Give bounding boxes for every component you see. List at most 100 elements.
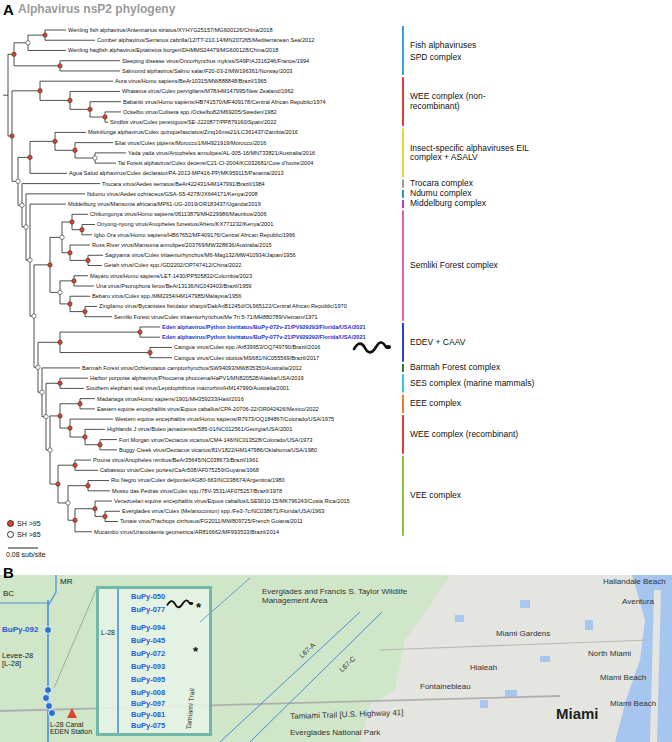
support-dot [40,390,44,394]
taxon-label: Trocara virus/Aedes serratus/BeAr422431/… [102,181,265,187]
canal [250,612,382,742]
clade-bracket [402,190,404,198]
taxon-label: Tonate virus/Trachops cirrhosus/FG2011/M… [120,518,303,524]
tree-branch [150,357,172,358]
tree-branch [88,255,103,256]
tree-branch [150,347,172,348]
tree-branch [80,408,95,409]
clade-bracket [402,395,404,413]
tree-branch [55,150,75,151]
clade-bracket [402,364,404,372]
support-dot [148,350,152,354]
support-dot [93,156,97,160]
support-dot [58,381,62,385]
support-dot [138,330,142,334]
taxon-label: Everglades virus/Culex (Melanoconion) sp… [122,508,324,514]
tree-branch [72,214,88,215]
sample-label: BuPy-097 [131,700,165,708]
taxon-label: Mwinilunga alphavirus/Culex quinquefasci… [88,129,298,135]
sample-dot [43,695,50,702]
clade-bracket [402,180,404,188]
support-dot [68,251,72,255]
map-label: Tamiami Trail [185,688,196,730]
clade-label: VEE complex [410,491,461,500]
sample-label: BuPy-094 [131,624,165,632]
snake-body [167,600,189,607]
everglades-ground [0,575,450,742]
tree-branch [70,419,113,420]
clade-bracket [402,456,404,536]
clade-label: Ndumu complex [410,189,471,198]
clade-label: WEE complex (recombinant) [410,430,518,439]
taxon-label: Highlands J virus/Buteo jamaicensis/585-… [107,426,292,432]
taxon-label: Chikungunya virus/Homo sapiens/06113879/… [90,211,267,217]
taxon-label: Mayaro virus/Homo sapiens/LET-1430/PP505… [90,273,252,279]
road [380,640,650,650]
legend-swatch [7,520,14,527]
tree-branch [75,531,92,532]
map-label: Everglades and Francis S. Taylor Wildlif… [262,588,412,606]
clade-bracket [402,128,404,177]
road [0,696,560,711]
support-dot [73,463,77,467]
support-dot [58,64,62,68]
tree-branch [60,332,140,333]
taxon-label: Caingua virus/Culex spp./Ar839953/OQ7497… [174,344,320,350]
support-dot [58,290,62,294]
tree-branch [40,100,70,101]
taxon-label: Onyong-nyong virus/Anopheles funestus/Ah… [97,221,273,227]
map-label: Miami [556,706,599,723]
clade-label: Semliki Forest complex [410,261,498,270]
tree-branch [30,204,66,205]
tree-branch [70,296,90,297]
tree-branch [26,193,85,194]
clade-bracket [402,415,404,454]
taxon-label: Eden alphavirus/Python bivittatus/BuPy-0… [162,334,366,340]
taxon-label: Western equine encephalitis virus/Homo s… [115,416,334,422]
tree-branch [74,286,94,287]
tree-branch [100,449,117,450]
support-dot [73,518,77,522]
tree-branch [28,50,66,51]
taxon-label: Comber alphavirus/Serranus cabrilla/12IT… [97,37,314,43]
taxon-label: Una virus/Psorophora ferox/BeAr13136/NC0… [96,283,251,289]
support-dot [48,448,52,452]
support-dot [53,139,57,143]
support-dot [68,98,72,102]
taxon-label: Fort Morgan virus/Oeciacus vicarius/CM4-… [119,437,312,443]
taxon-label: Whataroa virus/Culex pervigilans/M78/HM1… [122,88,294,94]
marker-star: * [196,601,201,615]
map-label: Miami Beach [610,700,656,709]
sample-label: BuPy-008 [131,689,165,697]
support-dot [83,435,87,439]
taxon-label: Middelburg virus/Mansonia africana/MP61-… [68,201,261,207]
taxon-label: Cabassou virus/Culex portesi/CaAr508/AF0… [100,467,259,473]
support-dot [68,426,72,430]
clade-label: Fish alphaviruses [410,41,476,50]
clade-label: SPD complex [410,53,462,62]
map-label: Fontainebleau [420,683,471,692]
legend-text: SH >85 [17,531,41,539]
inset-ground [96,586,212,736]
sample-label: BuPy-093 [131,663,165,671]
lake [480,700,488,708]
tree-branch [45,40,95,41]
clade-label: EDEV + CAAV [410,338,465,347]
taxon-label: Mucambo virus/Uranotaenia geometrica/AR8… [94,529,279,535]
panel-title: Alphavirus nsP2 phylogeny [18,3,175,16]
support-dot [98,443,102,447]
legend-item: SH >85 [7,531,41,539]
clade-bracket [402,323,404,362]
sample-label: BuPy-072 [131,650,165,658]
ocean [615,575,672,742]
clade-label: SES complex (marine mammals) [410,379,534,388]
snake-head [189,602,193,605]
tree-branch [12,90,40,91]
tree-branch [88,480,109,481]
taxon-label: Ndumu virus/Aedes ochraceus/GSA-S5-4278/… [87,191,258,197]
clade-bracket [402,77,404,126]
support-dot [83,309,87,313]
support-dot [58,414,62,418]
